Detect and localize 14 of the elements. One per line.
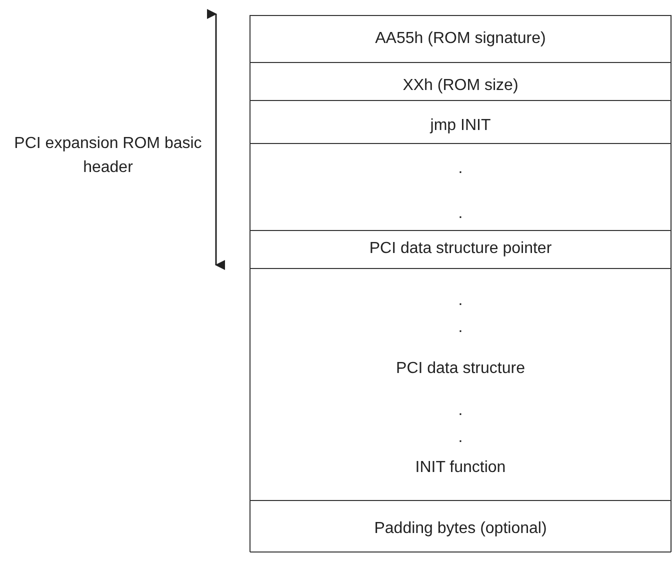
segment-label: XXh (ROM size) <box>402 76 518 96</box>
segment-label: . <box>458 204 463 224</box>
bracket-label: PCI expansion ROM basic header <box>13 134 203 178</box>
segment-label: AA55h (ROM signature) <box>375 29 546 49</box>
segment-label: INIT function <box>415 458 506 478</box>
segment-label: PCI data structure <box>396 359 525 379</box>
segment-label: Padding bytes (optional) <box>374 519 547 539</box>
segment-label: . <box>458 318 463 338</box>
segment-label: . <box>458 159 463 179</box>
segment-label: . <box>458 291 463 311</box>
segment-label: . <box>458 401 463 421</box>
segment-label: . <box>458 428 463 448</box>
segment-label: jmp INIT <box>430 116 491 136</box>
segment-label: PCI data structure pointer <box>369 239 552 259</box>
